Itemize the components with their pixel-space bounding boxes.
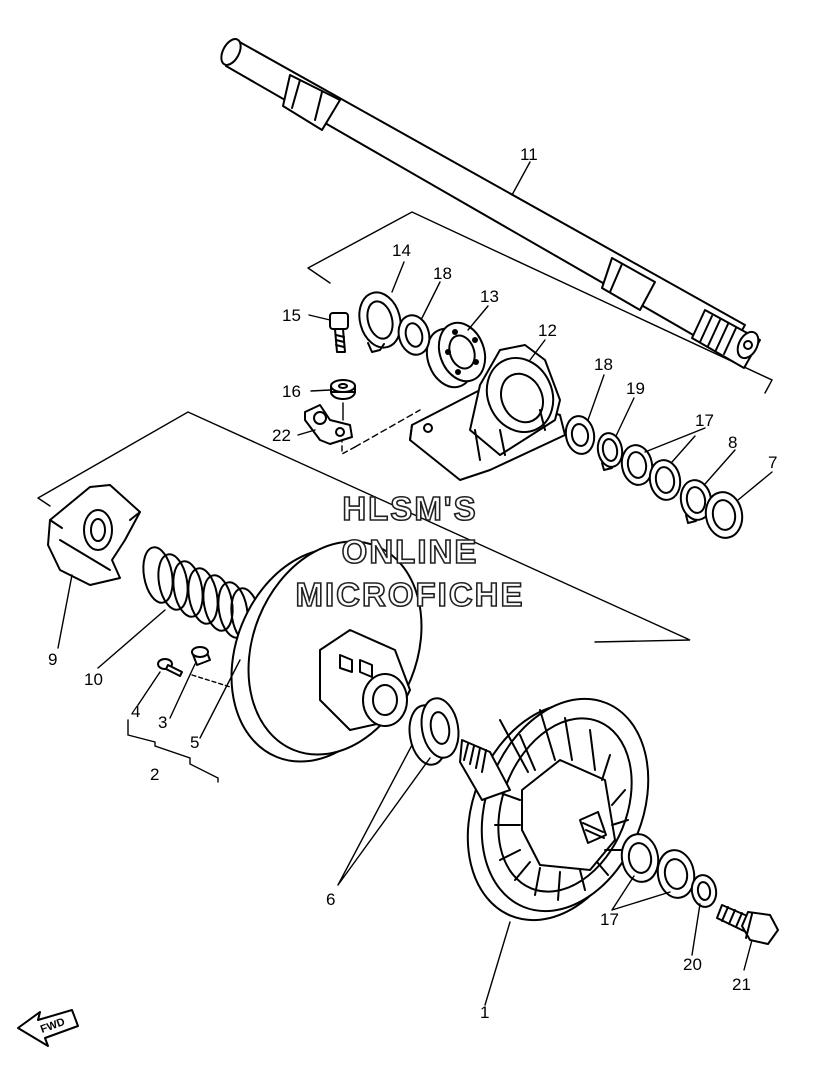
shaft-part[interactable] — [217, 36, 762, 368]
callout-14: 14 — [392, 241, 411, 260]
screw-small-part[interactable] — [158, 659, 182, 676]
callout-11: 11 — [520, 145, 538, 164]
callout-2: 2 — [150, 765, 159, 784]
callout-1: 1 — [480, 1003, 489, 1022]
shim-b-part[interactable] — [647, 458, 683, 503]
bracket-part[interactable] — [305, 405, 352, 444]
callout-18-upper: 18 — [433, 264, 452, 283]
callout-5: 5 — [190, 733, 199, 752]
shim-lower-a-part[interactable] — [618, 831, 662, 885]
watermark-line-3: MICROFICHE — [296, 576, 525, 613]
shim-lower-b-part[interactable] — [654, 847, 698, 901]
leader-lines — [58, 162, 772, 1005]
callout-17-upper: 17 — [695, 411, 714, 430]
callout-13: 13 — [480, 287, 499, 306]
washer-outer-part[interactable] — [702, 489, 745, 541]
circlip-right-part[interactable] — [595, 431, 625, 470]
callout-22: 22 — [272, 426, 291, 445]
callout-15: 15 — [282, 306, 301, 325]
cam-part[interactable] — [48, 485, 140, 585]
watermark: HLSM'S ONLINE MICROFICHE — [295, 489, 525, 614]
fwd-arrow-icon: FWD — [18, 1010, 78, 1046]
callout-21: 21 — [732, 975, 751, 994]
fixed-sheave-part[interactable] — [437, 674, 679, 946]
callout-20: 20 — [683, 955, 702, 974]
shim-a-part[interactable] — [619, 443, 655, 488]
washer-upper-part[interactable] — [394, 312, 433, 358]
bolt-small-part[interactable] — [330, 313, 348, 352]
callout-4: 4 — [131, 702, 140, 721]
watermark-line-2: ONLINE — [342, 533, 479, 570]
callout-10: 10 — [84, 670, 103, 689]
callout-17-lower: 17 — [600, 910, 619, 929]
callout-16: 16 — [282, 382, 301, 401]
bushing-part[interactable] — [405, 695, 463, 767]
bolt-large-part[interactable] — [717, 905, 778, 944]
slider-part[interactable] — [192, 647, 210, 665]
assembly-guide-lines — [38, 212, 772, 690]
movable-sheave-part[interactable] — [201, 515, 452, 787]
callout-9: 9 — [48, 650, 57, 669]
nut-part[interactable] — [331, 380, 355, 399]
callout-19: 19 — [626, 379, 645, 398]
bearing-housing-part[interactable] — [410, 345, 565, 480]
callout-6: 6 — [326, 890, 335, 909]
watermark-line-1: HLSM'S — [342, 490, 477, 527]
bearing-part[interactable] — [419, 316, 493, 393]
callout-8: 8 — [728, 433, 737, 452]
circlip-part[interactable] — [353, 288, 406, 352]
callout-12: 12 — [538, 321, 557, 340]
lock-washer-part[interactable] — [689, 873, 718, 909]
callout-3: 3 — [158, 713, 167, 732]
callout-18-right: 18 — [594, 355, 613, 374]
callout-7: 7 — [768, 453, 777, 472]
callout-labels: 11 14 18 13 12 15 16 22 18 19 17 8 7 9 1… — [48, 145, 777, 1022]
washer-right-part[interactable] — [563, 414, 597, 456]
